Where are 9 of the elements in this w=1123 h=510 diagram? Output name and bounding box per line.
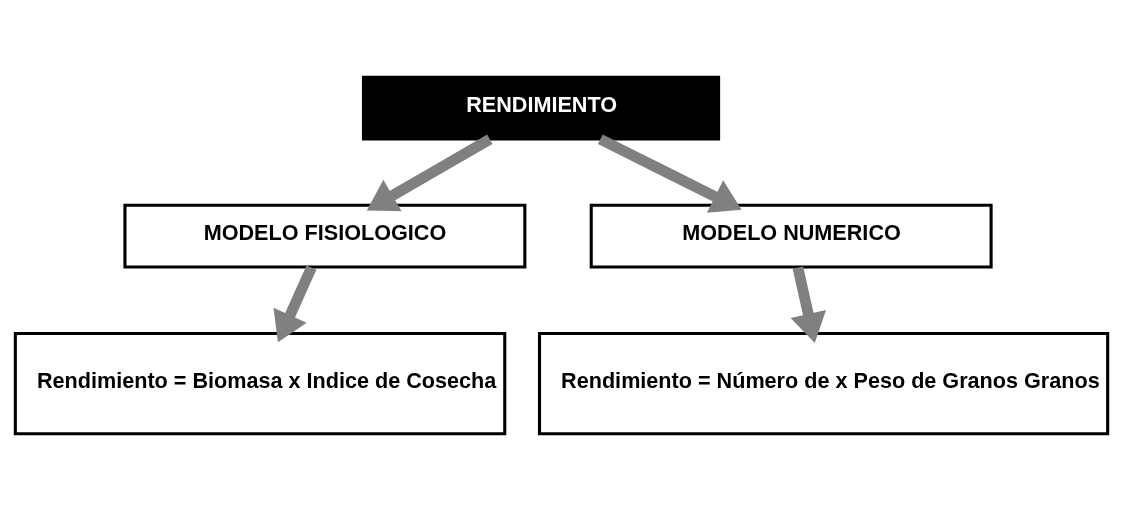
node-box: Rendimiento = Biomasa x Indice de Cosecha: [13, 331, 507, 435]
arrow: [790, 266, 826, 343]
node-box: MODELO FISIOLOGICO: [123, 203, 527, 269]
node-box: Rendimiento = Número de x Peso de Granos Granos: [537, 331, 1110, 435]
arrow: [366, 134, 493, 211]
node-box: MODELO NUMERICO: [589, 203, 993, 269]
arrow: [273, 264, 317, 342]
arrow: [597, 133, 742, 213]
node-box: RENDIMIENTO: [361, 75, 721, 140]
